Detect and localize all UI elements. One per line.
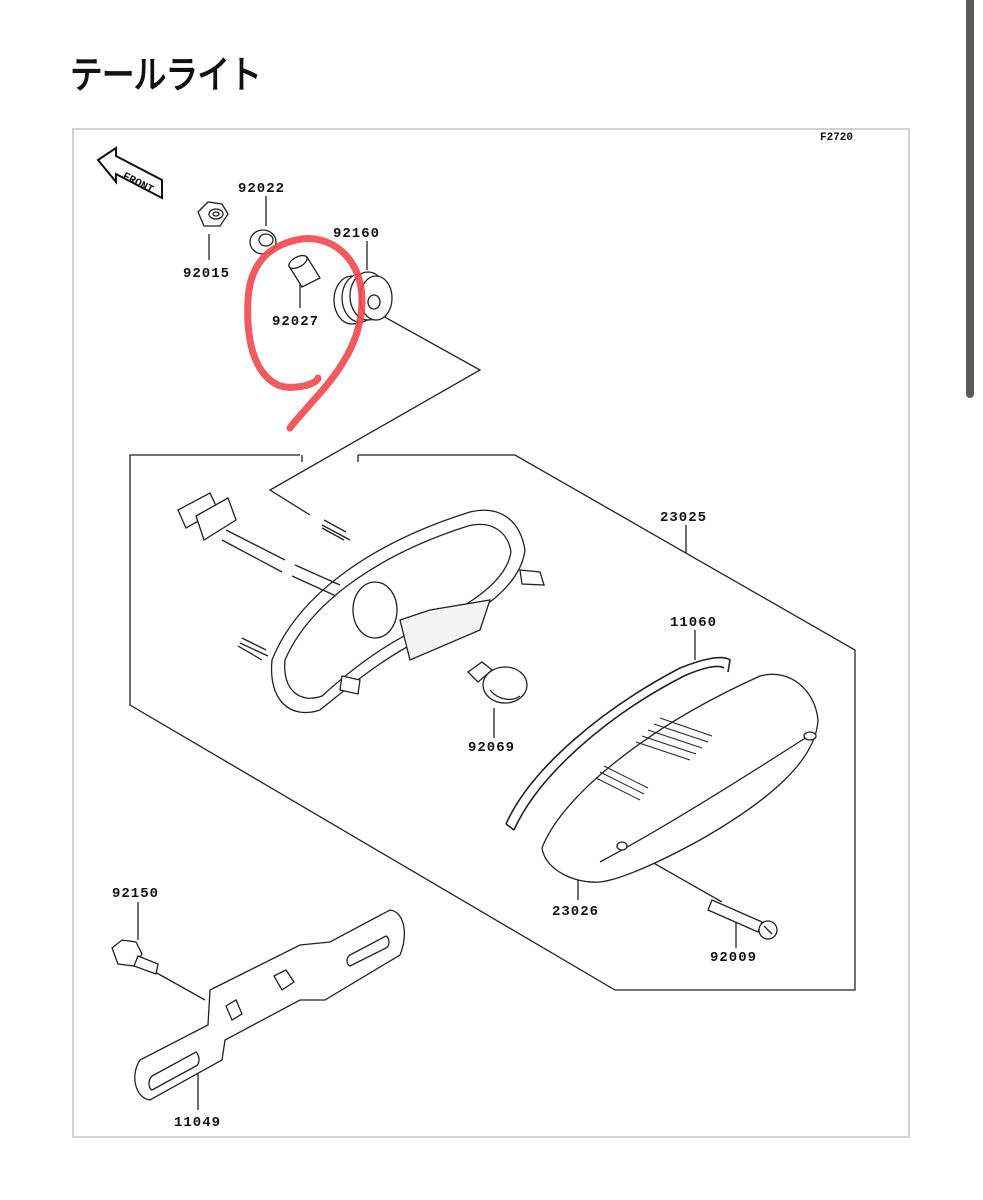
part-label-92027: 92027 [272,314,319,330]
part-label-92069: 92069 [468,740,515,756]
bracket-11049[interactable] [134,909,405,1101]
part-label-11049: 11049 [174,1115,221,1131]
part-label-92160: 92160 [333,226,380,242]
lamp-housing-23025[interactable] [177,492,545,714]
assembly-outline [129,454,856,991]
gasket-11060[interactable] [505,656,731,831]
collar-92027[interactable] [287,253,321,288]
part-label-92015: 92015 [183,266,230,282]
nut-92015[interactable] [197,201,229,227]
bolt-92150[interactable] [111,939,159,975]
page-title: テールライト [70,53,262,97]
part-label-11060: 11060 [670,615,717,631]
part-label-23025: 23025 [660,510,707,526]
bulb-92069[interactable] [466,661,528,704]
scrollbar-thumb[interactable] [966,0,974,398]
annotation-mark [244,235,366,432]
diagram-frame [72,128,910,1138]
part-label-92009: 92009 [710,950,757,966]
part-label-92022: 92022 [238,181,285,197]
part-label-92150: 92150 [112,886,159,902]
leader-92160 [268,309,482,516]
front-arrow-icon: FRONT [96,146,163,200]
screw-92009[interactable] [707,899,778,940]
figure-code: F2720 [820,132,853,144]
part-label-23026: 23026 [552,904,599,920]
lens-23026[interactable] [541,673,819,883]
